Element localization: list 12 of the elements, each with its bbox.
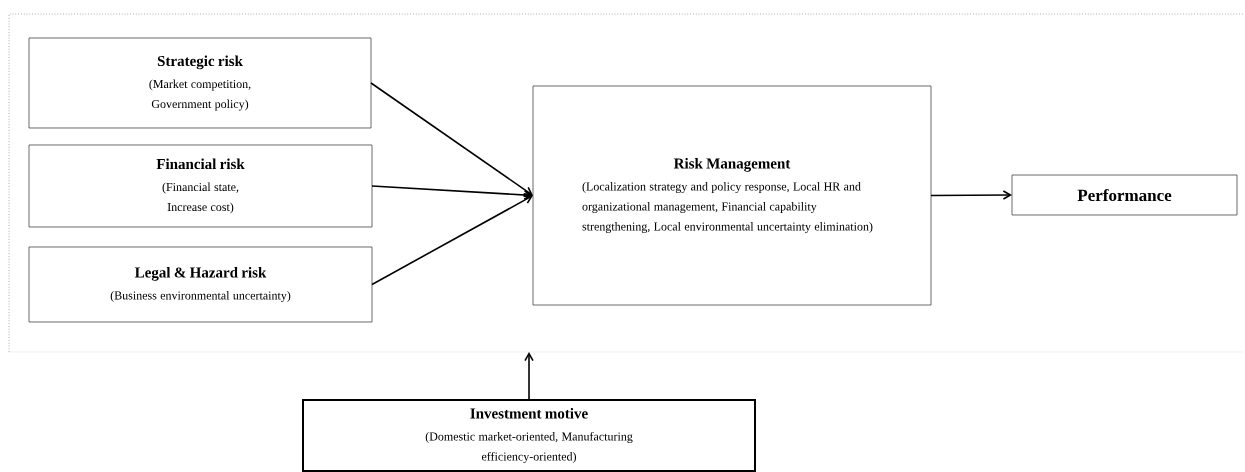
process-box: Risk Management (Localization strategy and policy response, Local HR and organizational management, Financial capability strengthening, Local environmental uncertainty elimination): [532, 85, 932, 306]
arrow: [371, 185, 533, 200]
arrow: [524, 352, 534, 401]
input-box: Investment motive (Domestic market-oriented, Manufacturing efficiency-oriented): [302, 399, 756, 472]
risk-box: Financial risk (Financial state, Increase cost): [28, 144, 373, 228]
arrow: [930, 190, 1012, 200]
risk-box: Legal & Hazard risk (Business environmental uncertainty): [28, 246, 373, 323]
risk-box: Strategic risk (Market competition, Government policy): [28, 37, 372, 129]
arrow: [370, 82, 533, 196]
outcome-box: Performance: [1011, 174, 1238, 216]
arrow: [371, 195, 533, 286]
dotted-frame: [8, 13, 1245, 353]
